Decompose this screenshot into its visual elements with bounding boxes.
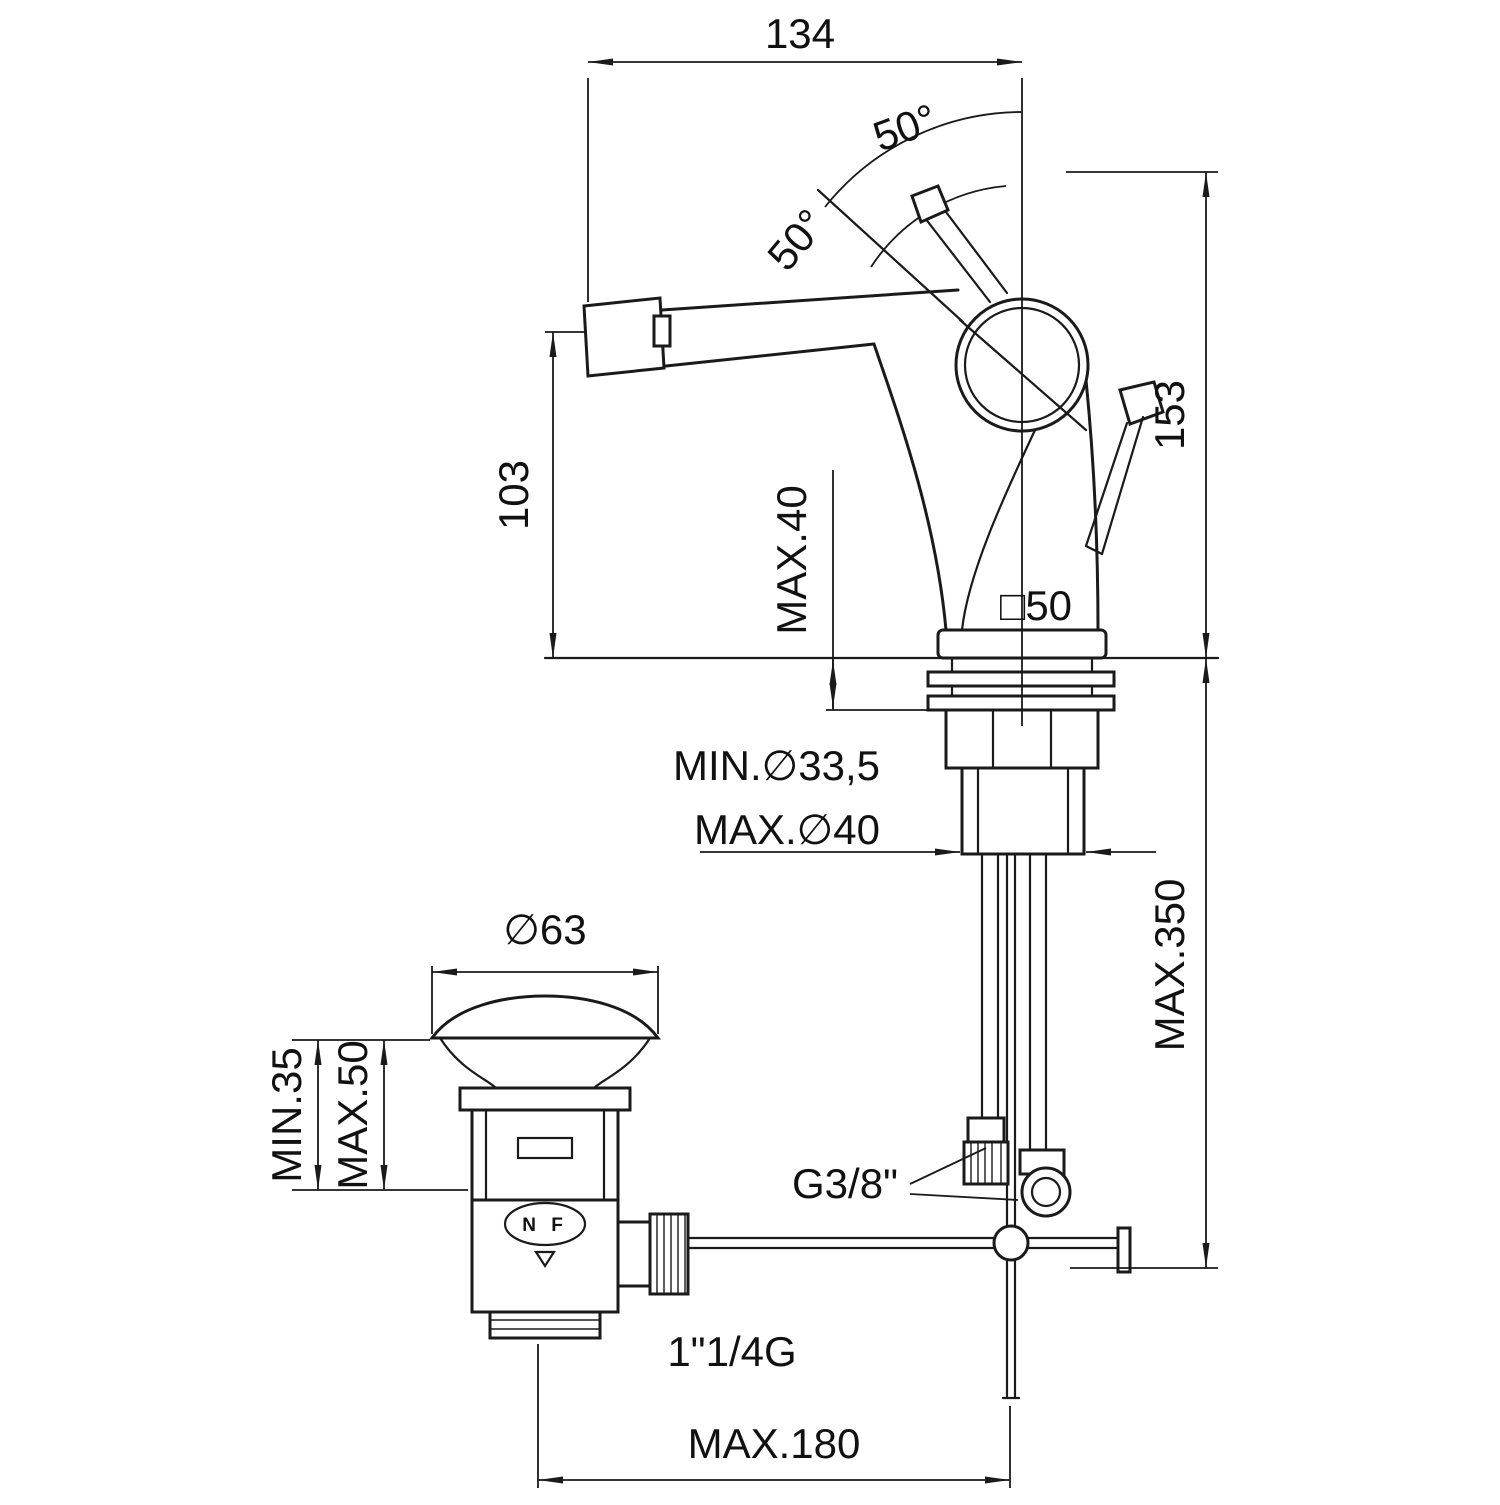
dim-height-total: 153 [1066,171,1218,658]
waste-drain: N F [429,994,690,1340]
supply-hoses [962,852,1072,1400]
dim-rod-max: MAX.180 [537,1344,1011,1488]
nf-certification-logo [503,1201,587,1247]
dim-deck-max-label: MAX.40 [768,485,815,634]
fixing-set [926,656,1116,856]
washer-top [926,670,1116,688]
dim-hole-min-label: MIN.∅33,5 [673,742,880,789]
dim-hose-length: MAX.350 [1070,658,1218,1269]
dim-waste-cap: ∅63 [431,906,659,1034]
dim-waste-cap-label: ∅63 [503,906,586,953]
washer-bottom [926,694,1116,712]
spout [582,288,960,378]
aerator-tip [582,296,666,378]
label-hose-thread: G3/8" [792,1160,898,1207]
label-waste-thread: 1"1/4G [667,1328,796,1375]
dim-height-spout: 103 [490,331,586,658]
dim-angle-upper-label: 50° [867,95,943,161]
dim-spout-reach: 134 [587,10,1022,302]
dim-deck-max: MAX.40 [768,470,930,711]
faucet-head [954,297,1165,556]
hose-thread: G3/8" [792,1147,1019,1207]
dim-height-spout-label: 103 [490,460,537,530]
handle-swing-arcs [816,111,1023,324]
dim-cap-max-label: MAX.50 [329,1040,376,1189]
dim-height-total-label: 153 [1146,380,1193,450]
lever-handle [1118,380,1165,426]
hose-nut-left [966,1116,1006,1144]
dim-cap-min-label: MIN.35 [263,1047,310,1182]
dim-rod-max-label: MAX.180 [688,1420,861,1467]
linkage-connector [648,1212,690,1296]
waste-cap [429,994,661,1040]
logo-triangle-icon [533,1250,557,1269]
dim-cap-height: MIN.35 MAX.50 [263,1039,468,1191]
waste-tailpiece [488,1310,602,1340]
ball-joint [992,1224,1030,1262]
dim-base-square-label: □50 [1000,582,1072,629]
dim-spout-reach-label: 134 [765,10,835,57]
dim-hose-length-label: MAX.350 [1146,879,1193,1052]
dim-angle-lower-label: 50° [758,200,835,279]
handle-up-position [910,184,950,225]
dim-hole: MIN.∅33,5 MAX.∅40 [673,742,1156,856]
threaded-shank [960,766,1086,856]
pop-up-linkage [686,1224,1132,1274]
nf-logo-text: N F [522,1215,568,1236]
dim-hole-max-label: MAX.∅40 [694,806,880,853]
